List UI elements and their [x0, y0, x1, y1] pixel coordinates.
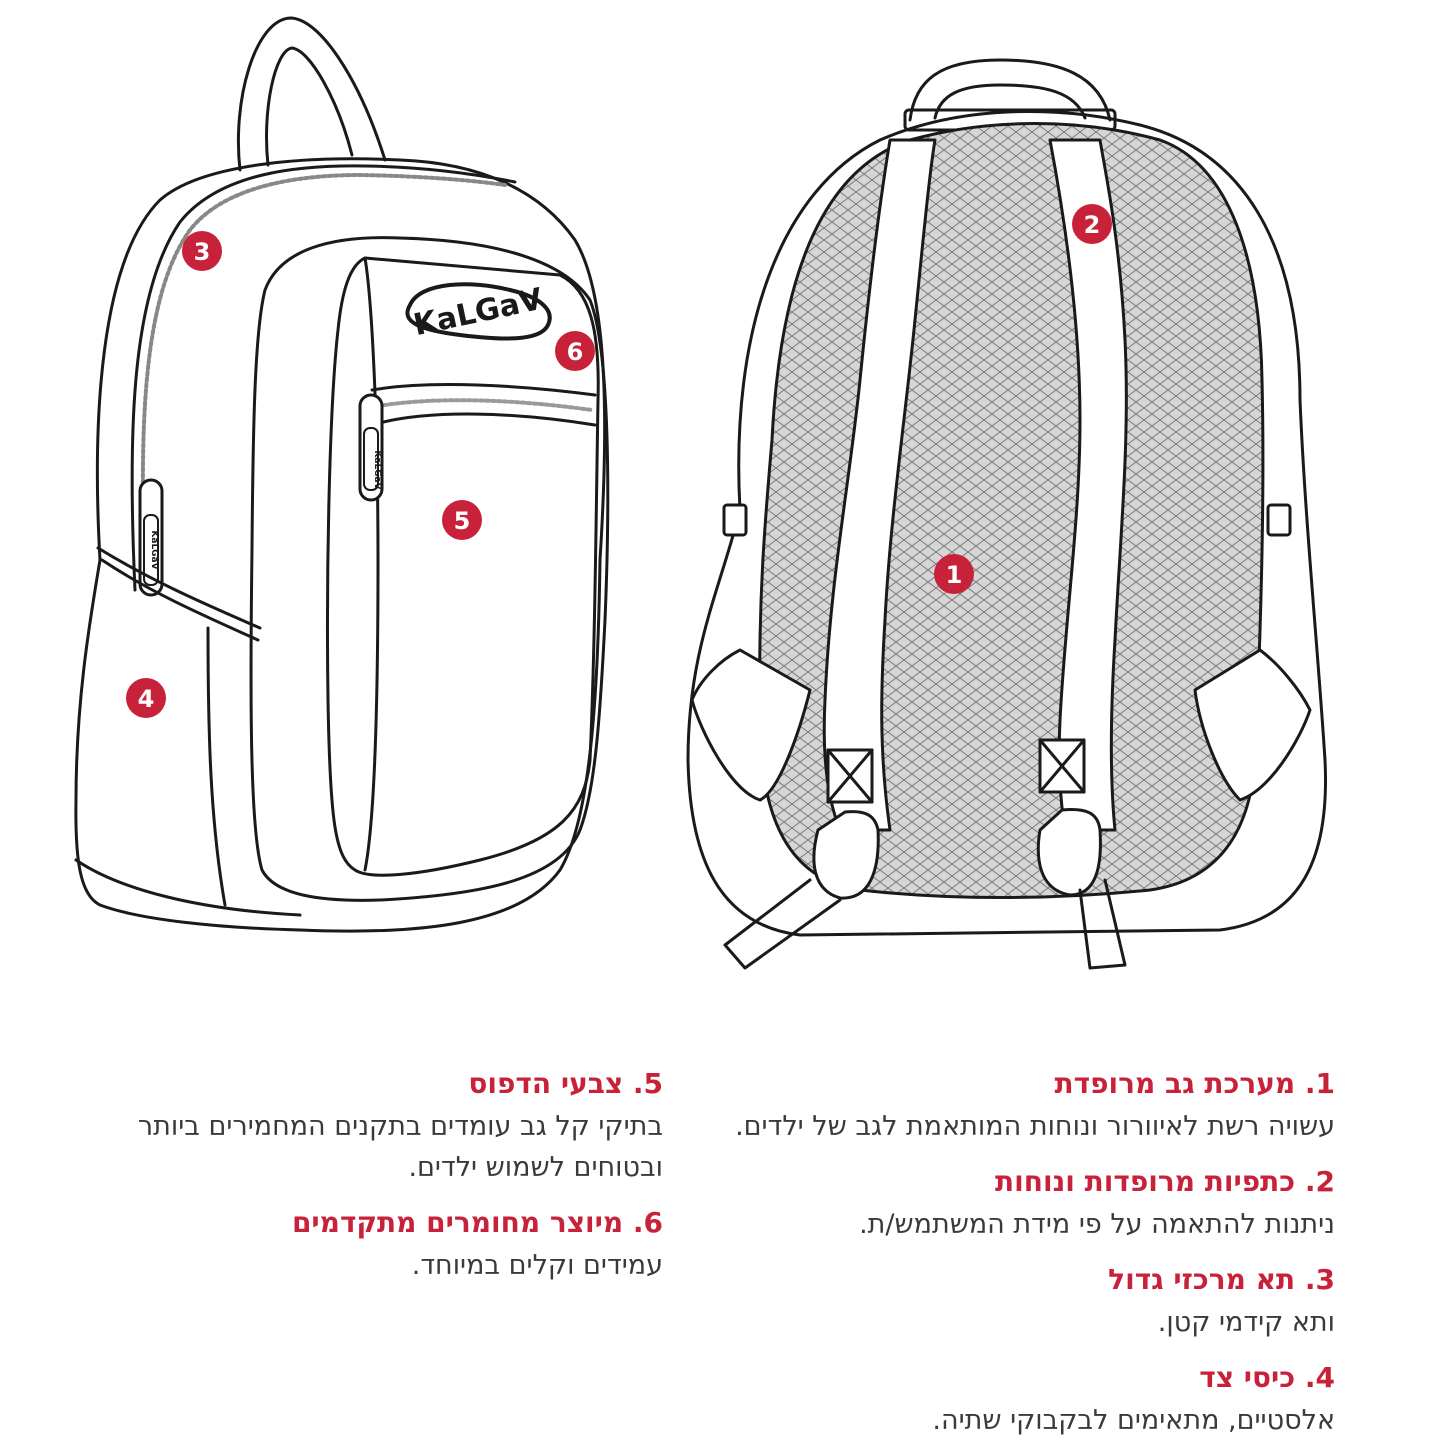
- marker-4: 4: [126, 678, 166, 718]
- back-backpack-drawing: [686, 58, 1328, 970]
- feature-6-desc: עמידים וקלים במיוחד.: [411, 1250, 663, 1281]
- marker-6: 6: [555, 331, 595, 371]
- main-body-outline: [74, 157, 607, 933]
- svg-text:2: 2: [1084, 211, 1101, 239]
- feature-3-title: 3. תא מרכזי גדול: [1108, 1263, 1335, 1296]
- top-handle: [236, 16, 387, 172]
- feature-list-left: 5. צבעי הדפוס בתיקי קל גב עומדים בתקנים …: [103, 1062, 663, 1299]
- feature-3: 3. תא מרכזי גדול ותא קידמי קטן.: [695, 1258, 1335, 1343]
- main-puller-tag-text: KaLGaV: [149, 530, 159, 569]
- feature-5: 5. צבעי הדפוס בתיקי קל גב עומדים בתקנים …: [103, 1062, 663, 1188]
- feature-1: 1. מערכת גב מרופדת עשויה רשת לאיוורור ונ…: [695, 1062, 1335, 1147]
- feature-4-desc: אלסטיים, מתאימים לבקבוקי שתיה.: [932, 1405, 1335, 1436]
- feature-1-title: 1. מערכת גב מרופדת: [1054, 1067, 1335, 1100]
- feature-6: 6. מיוצר מחומרים מתקדמים עמידים וקלים במ…: [103, 1201, 663, 1286]
- feature-3-desc: ותא קידמי קטן.: [1157, 1307, 1335, 1338]
- left-shoulder-strap: [822, 138, 937, 832]
- feature-list-right: 1. מערכת גב מרופדת עשויה רשת לאיוורור ונ…: [695, 1062, 1335, 1454]
- side-pocket: [96, 546, 262, 630]
- right-shoulder-strap: [1048, 138, 1128, 832]
- svg-text:1: 1: [946, 561, 963, 589]
- back-body-outline: [686, 110, 1328, 937]
- svg-text:4: 4: [138, 685, 155, 713]
- marker-2: 2: [1072, 204, 1112, 244]
- marker-5: 5: [442, 500, 482, 540]
- feature-2-desc: ניתנות להתאמה על פי מידת המשתמש/ת.: [859, 1209, 1335, 1240]
- feature-4: 4. כיסי צד אלסטיים, מתאימים לבקבוקי שתיה…: [695, 1356, 1335, 1441]
- left-side-wing: [690, 648, 812, 802]
- feature-4-title: 4. כיסי צד: [1199, 1361, 1335, 1394]
- feature-5-desc: בתיקי קל גב עומדים בתקנים המחמירים ביותר…: [137, 1111, 663, 1183]
- logo-patch: [405, 282, 552, 341]
- main-zipper: [140, 173, 507, 587]
- feature-2-title: 2. כתפיות מרופדות ונוחות: [995, 1165, 1335, 1198]
- feature-1-desc: עשויה רשת לאיוורור ונוחות המותאמת לגב של…: [735, 1111, 1335, 1142]
- front-backpack-drawing: [74, 16, 610, 933]
- svg-text:3: 3: [194, 238, 211, 266]
- back-top-handle: [908, 58, 1112, 122]
- front-puller-tag-text: KaLGaV: [372, 450, 382, 489]
- feature-5-title: 5. צבעי הדפוס: [468, 1067, 663, 1100]
- feature-2: 2. כתפיות מרופדות ונוחות ניתנות להתאמה ע…: [695, 1160, 1335, 1245]
- marker-3: 3: [182, 231, 222, 271]
- right-side-wing: [1193, 648, 1312, 802]
- front-compartment: [249, 236, 610, 902]
- svg-text:6: 6: [567, 338, 584, 366]
- svg-text:5: 5: [454, 507, 471, 535]
- marker-1: 1: [934, 554, 974, 594]
- feature-6-title: 6. מיוצר מחומרים מתקדמים: [291, 1206, 663, 1239]
- front-pocket: [325, 256, 600, 877]
